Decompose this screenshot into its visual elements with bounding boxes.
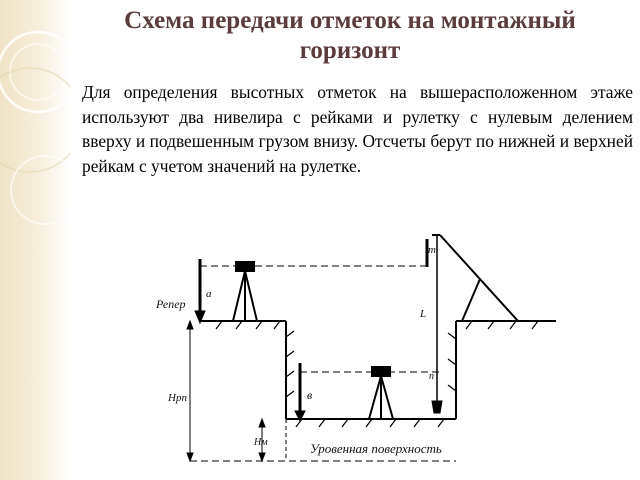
pit-floor [286, 321, 457, 428]
tape-bracket [432, 234, 519, 322]
label-b: в [307, 388, 312, 402]
slide-title: Схема передачи отметок на монтажный гори… [124, 7, 576, 64]
decorative-circles [0, 30, 70, 225]
slide-body-text: Для определения высотных отметок на выше… [82, 82, 633, 176]
label-n: n [429, 371, 434, 382]
label-a: a [206, 288, 212, 300]
label-reper: Репер [155, 297, 186, 311]
label-level-surface: Уровенная поверхность [310, 441, 442, 456]
label-h-m: Hм [253, 437, 268, 448]
level-instrument-2 [368, 366, 394, 420]
measuring-tape [431, 235, 443, 414]
sight-lines [190, 265, 456, 462]
decorative-left-panel [0, 0, 70, 480]
reper-staff [194, 259, 206, 325]
right-ground [456, 320, 556, 330]
label-h-rp: Hрп [167, 392, 187, 404]
label-m: m [428, 244, 436, 256]
leveling-diagram: Репер a Hрп Hм в m L n Уровенная поверхн… [155, 234, 556, 463]
level-instrument-1 [232, 261, 258, 322]
label-l: L [419, 308, 426, 320]
left-ground [200, 320, 295, 419]
dimension-lines [186, 319, 287, 463]
